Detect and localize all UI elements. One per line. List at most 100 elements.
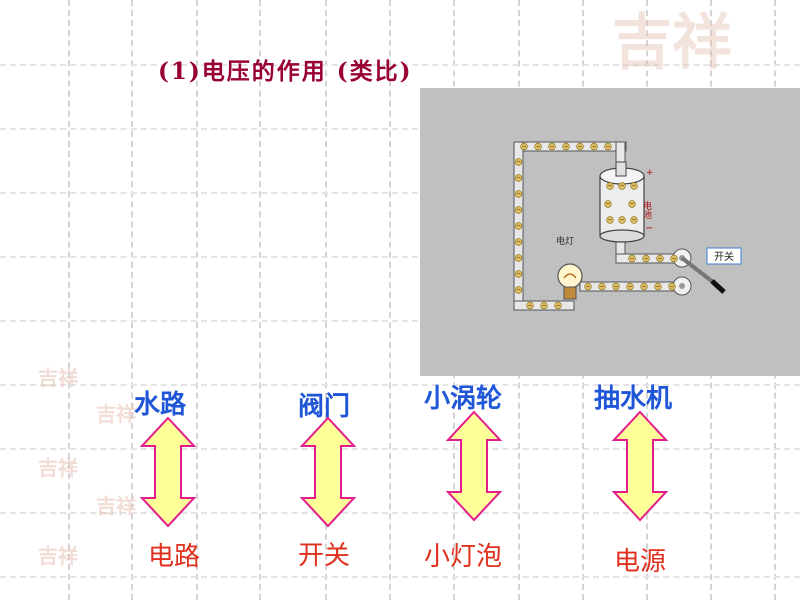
- electron-sign: −: [555, 302, 560, 309]
- electron-sign: −: [563, 143, 568, 150]
- circuit-simulation-panel: + − 电池 电灯 开关 − − − − − − − − − − − − − − − − − − − − − − − − − − −…: [420, 88, 800, 376]
- battery-plus-sign: +: [646, 168, 654, 178]
- electron-dot: [612, 282, 620, 291]
- electron-sign: −: [577, 143, 582, 150]
- watermark-seal-logo: 吉祥: [38, 544, 78, 568]
- grid-line: [259, 0, 261, 600]
- electron-dot: [520, 142, 528, 151]
- electron-dot: [534, 142, 542, 151]
- battery: [599, 161, 645, 243]
- electron-dot: [654, 282, 662, 291]
- watermark-seal-logo: 吉祥: [96, 494, 136, 518]
- electron-sign: −: [516, 175, 521, 182]
- electron-dot: [604, 142, 612, 151]
- grid-line: [131, 0, 133, 600]
- electron-dot: [514, 270, 523, 278]
- electron-sign: −: [516, 255, 521, 262]
- electron-dot: [526, 301, 534, 310]
- watermark-seal-logo: 吉祥: [96, 402, 136, 426]
- electron-sign: −: [641, 283, 646, 290]
- electron-sign: −: [613, 283, 618, 290]
- electron-sign: −: [535, 143, 540, 150]
- grid-line: [325, 0, 327, 600]
- electron-dot: [628, 254, 636, 263]
- electron-sign: −: [516, 271, 521, 278]
- electron-dot: [554, 301, 562, 310]
- electron-sign: −: [599, 283, 604, 290]
- electron-sign: −: [541, 302, 546, 309]
- electron-dot: [514, 174, 523, 182]
- electron-sign: −: [629, 201, 634, 208]
- lamp-label: 电灯: [556, 235, 574, 247]
- electron-sign: −: [607, 217, 612, 224]
- valve-label: 阀门: [298, 392, 351, 422]
- electron-sign: −: [669, 283, 674, 290]
- electron-dot: [630, 182, 638, 190]
- electron-sign: −: [629, 255, 634, 262]
- electron-sign: −: [521, 143, 526, 150]
- electron-dot: [514, 158, 523, 166]
- grid-line: [0, 320, 800, 322]
- grid-line: [196, 0, 198, 600]
- electron-sign: −: [619, 183, 624, 190]
- electron-dot: [576, 142, 584, 151]
- light-bulb: [557, 263, 583, 300]
- electron-dot: [670, 254, 678, 263]
- electron-dot: [598, 282, 606, 291]
- grid-line: [0, 256, 800, 258]
- electron-group: −−−−−−−−−−−−−−−−−−−−−−−−−−−−−−−−−−−−−−: [514, 142, 678, 310]
- electron-sign: −: [516, 287, 521, 294]
- electron-dot: [642, 254, 650, 263]
- electron-dot: [540, 301, 548, 310]
- double-arrow-icon: [300, 416, 356, 528]
- electron-sign: −: [516, 191, 521, 198]
- electron-sign: −: [605, 143, 610, 150]
- battery-label: 电池: [641, 200, 652, 219]
- electron-sign: −: [527, 302, 532, 309]
- slide-title: (1)电压的作用 (类比): [158, 58, 413, 85]
- electron-dot: [606, 216, 614, 224]
- electron-sign: −: [607, 183, 612, 190]
- grid-line: [0, 384, 800, 386]
- water-circuit-label: 水路: [134, 390, 187, 420]
- battery-minus-sign: −: [645, 223, 653, 234]
- electron-sign: −: [643, 255, 648, 262]
- power-source-label: 电源: [614, 547, 667, 577]
- electron-dot: [604, 200, 612, 208]
- electron-sign: −: [627, 283, 632, 290]
- electron-dot: [626, 282, 634, 291]
- electron-dot: [548, 142, 556, 151]
- double-arrow-icon: [140, 416, 196, 528]
- electron-dot: [514, 206, 523, 214]
- electron-dot: [514, 190, 523, 198]
- electron-sign: −: [631, 217, 636, 224]
- electron-dot: [590, 142, 598, 151]
- watermark-seal-logo: 吉祥: [38, 456, 78, 480]
- electron-sign: −: [671, 255, 676, 262]
- electron-dot: [514, 254, 523, 262]
- electric-circuit-label: 电路: [148, 542, 201, 572]
- grid-line: [0, 576, 800, 578]
- watermark-seal-logo: 吉祥: [38, 366, 78, 390]
- electron-sign: −: [516, 207, 521, 214]
- turbine-label: 小涡轮: [424, 384, 503, 414]
- electron-sign: −: [516, 223, 521, 230]
- grid-line: [0, 128, 800, 130]
- small-bulb-label: 小灯泡: [424, 542, 503, 572]
- electron-dot: [668, 282, 676, 291]
- watermark-seal-logo: 吉祥: [612, 8, 732, 78]
- electron-sign: −: [605, 201, 610, 208]
- water-pump-label: 抽水机: [594, 384, 673, 414]
- grid-line: [0, 64, 800, 66]
- electron-sign: −: [619, 217, 624, 224]
- electron-dot: [656, 254, 664, 263]
- electron-dot: [514, 222, 523, 230]
- switch-toggle-button[interactable]: 开关: [706, 247, 742, 265]
- electron-sign: −: [516, 159, 521, 166]
- electron-sign: −: [655, 283, 660, 290]
- electron-dot: [514, 238, 523, 246]
- electron-dot: [618, 182, 626, 190]
- switch: [672, 248, 726, 296]
- electron-dot: [562, 142, 570, 151]
- electron-sign: −: [585, 283, 590, 290]
